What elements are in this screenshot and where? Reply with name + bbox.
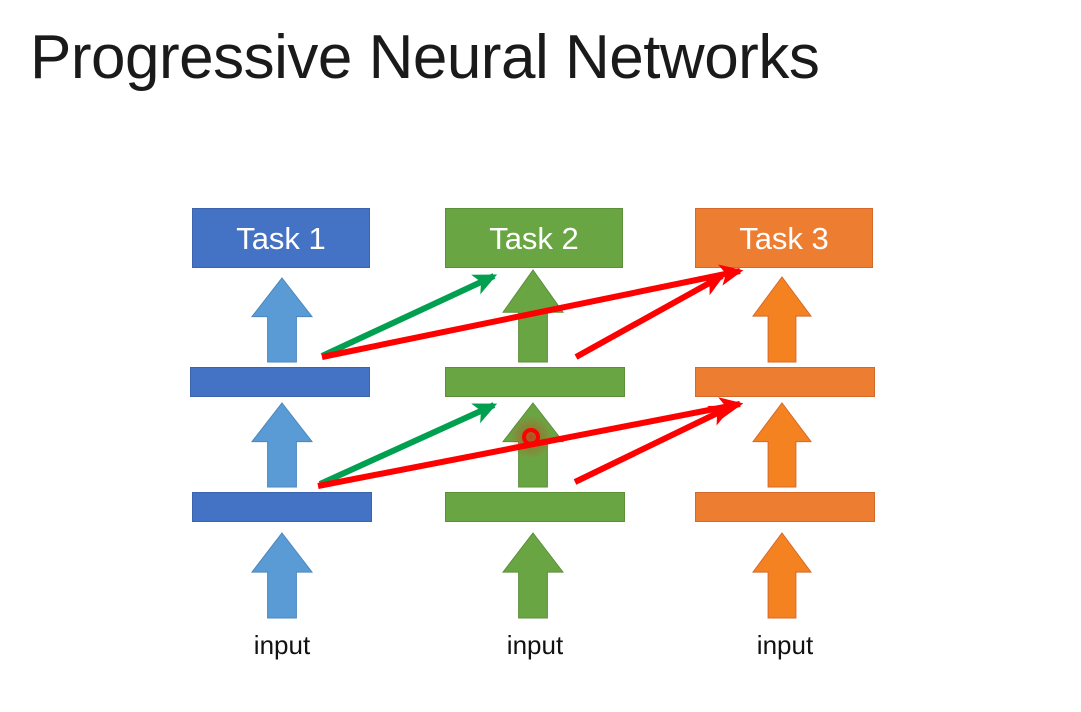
connector-green-lower-to-task2 (318, 402, 498, 487)
task-box-3[interactable]: Task 3 (695, 208, 873, 268)
up-arrow-blue-middle (250, 402, 314, 488)
connector-red-upper-green-to-task3 (574, 273, 726, 360)
task-box-2-label: Task 2 (489, 220, 579, 256)
layer-bar-blue-lower (192, 492, 372, 522)
page-title: Progressive Neural Networks (30, 23, 820, 92)
task-box-1-label: Task 1 (236, 220, 326, 256)
input-label-1: input (253, 630, 311, 660)
layer-bar-blue-upper (190, 367, 370, 397)
layer-bar-green-lower (445, 492, 625, 522)
layer-bar-orange-upper (695, 367, 875, 397)
up-arrow-orange-top (752, 276, 812, 363)
up-arrow-green-top (502, 269, 564, 363)
connector-red-lower-green-to-task3 (573, 404, 734, 485)
up-arrow-orange-bottom (752, 532, 812, 619)
task-box-2[interactable]: Task 2 (445, 208, 623, 268)
input-label-3: input (756, 630, 814, 660)
up-arrow-blue-top (250, 277, 314, 363)
task-box-3-label: Task 3 (739, 220, 829, 256)
up-arrow-green-middle (501, 402, 565, 488)
up-arrow-blue-bottom (250, 532, 314, 619)
layer-bar-green-upper (445, 367, 625, 397)
up-arrow-orange-middle (751, 402, 813, 488)
layer-bar-orange-lower (695, 492, 875, 522)
input-label-2: input (506, 630, 564, 660)
connector-green-upper-to-task2 (320, 273, 498, 359)
task-box-1[interactable]: Task 1 (192, 208, 370, 268)
up-arrow-green-bottom (501, 532, 565, 619)
